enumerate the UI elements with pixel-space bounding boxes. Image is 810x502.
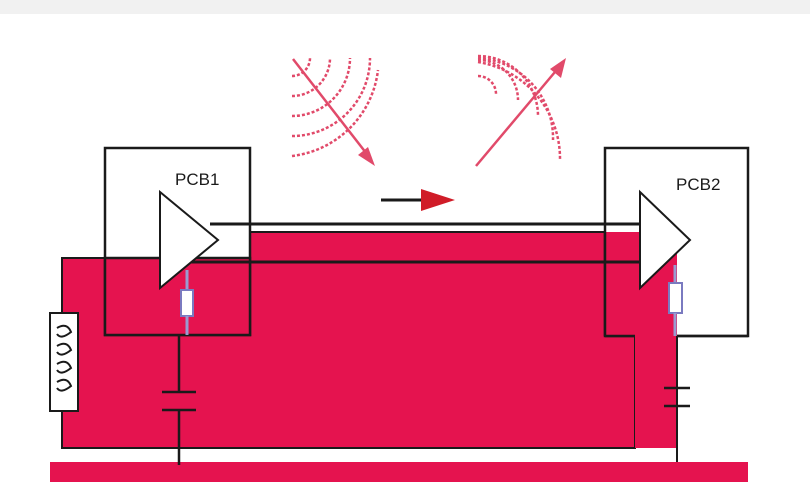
pcb1-label: PCB1	[175, 170, 219, 189]
radiating-arcs-icon	[475, 54, 566, 167]
capacitor-icon	[664, 386, 690, 408]
ground-bar	[50, 462, 748, 482]
driver-buffer-icon	[159, 189, 220, 291]
signal-traces	[160, 222, 645, 264]
radiating-arcs-icon	[291, 57, 380, 166]
resistor-icon	[180, 270, 194, 335]
resistor-icon	[668, 265, 683, 336]
inductor-coil-icon	[49, 312, 79, 412]
pcb2-label: PCB2	[676, 175, 720, 194]
receiver-buffer-icon	[639, 189, 692, 291]
right-arrow-icon	[381, 189, 455, 211]
capacitor-icon	[162, 335, 196, 465]
top-band	[0, 0, 810, 14]
